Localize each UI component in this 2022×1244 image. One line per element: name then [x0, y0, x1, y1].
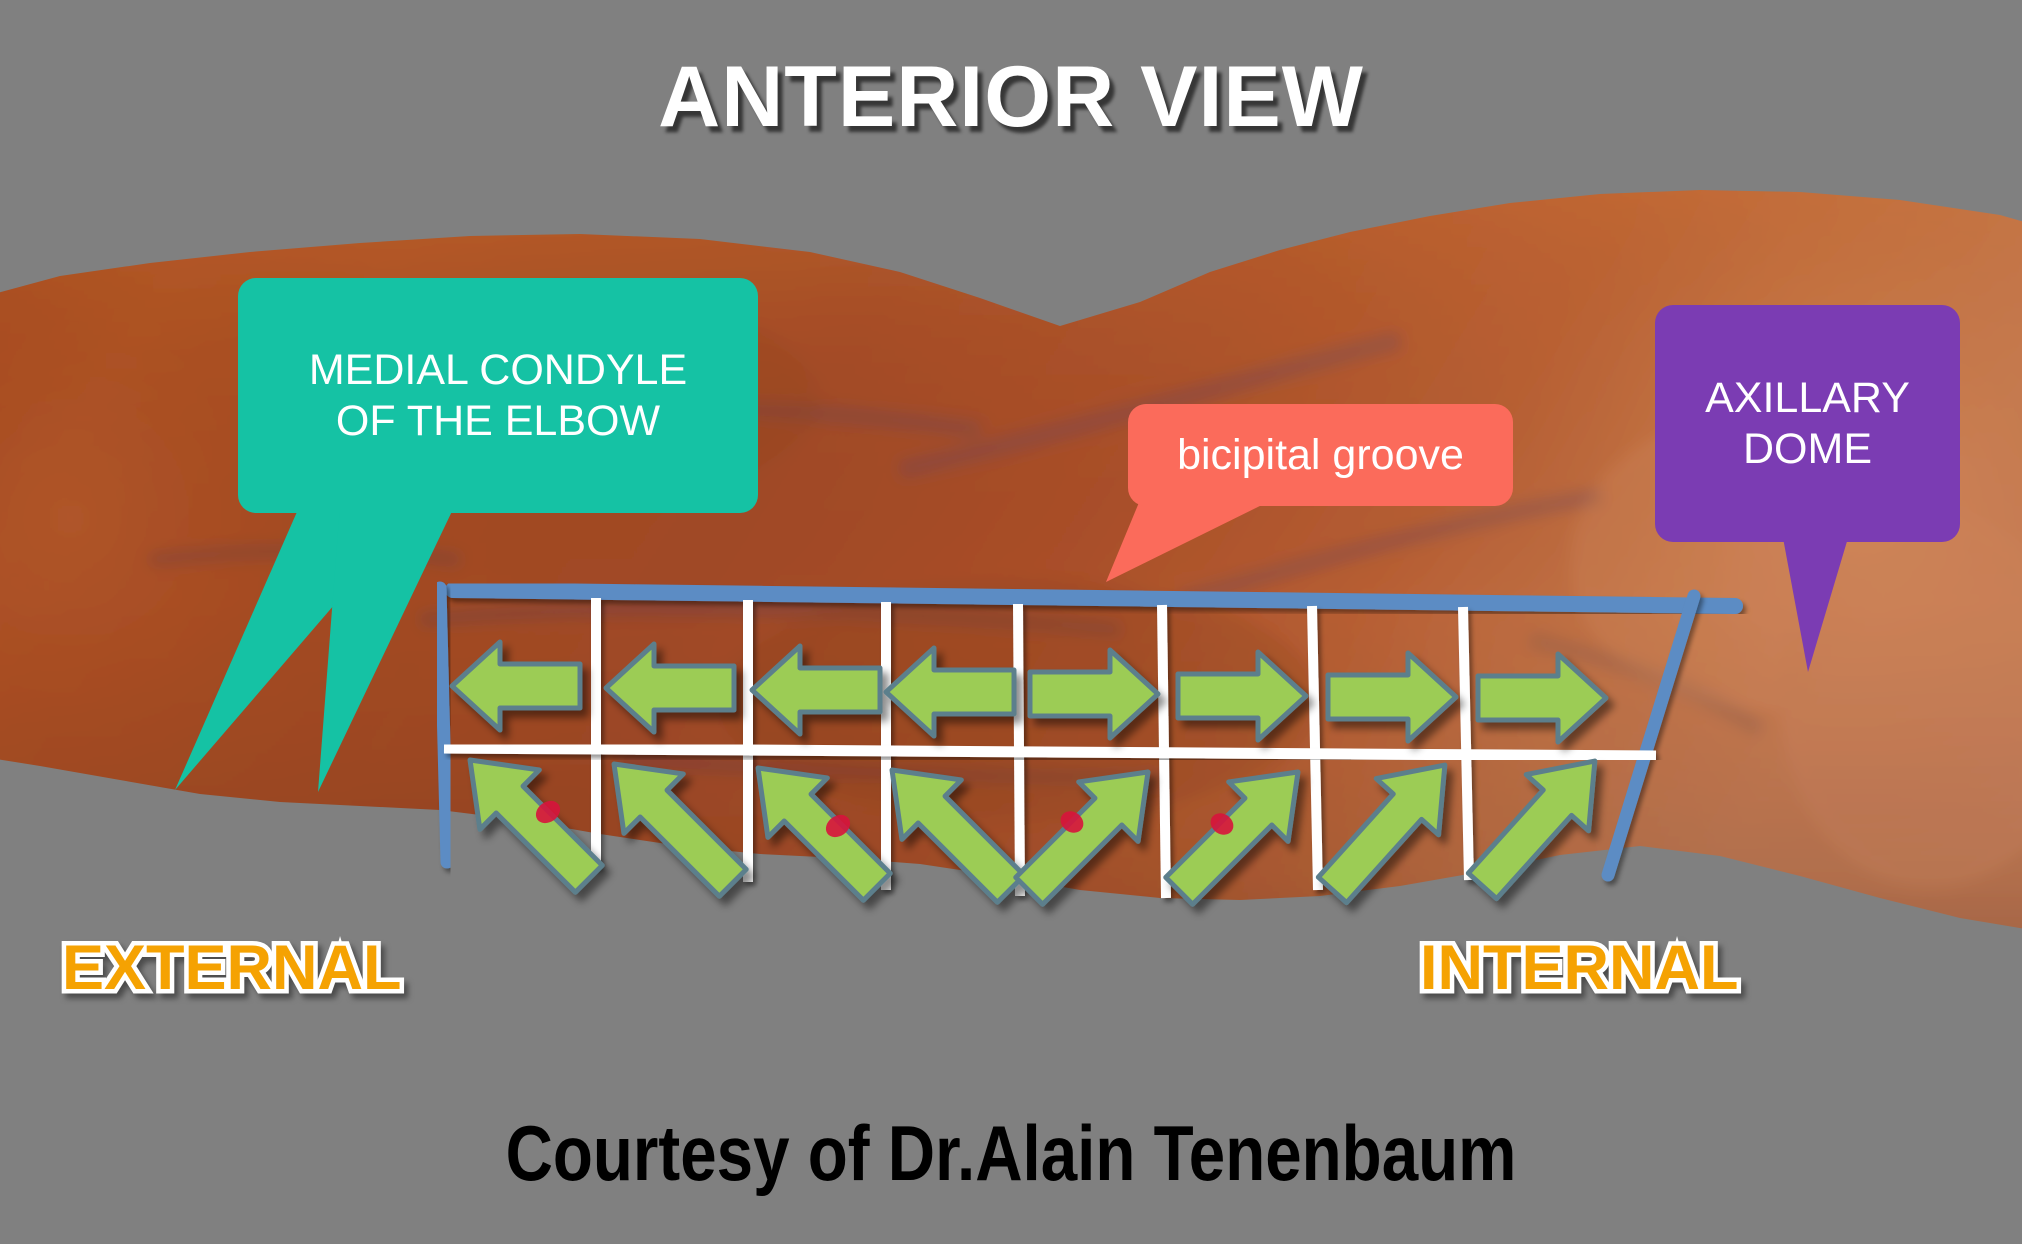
callout-tail-bicipital-groove [1106, 500, 1272, 582]
red-dot-icon [1210, 813, 1234, 835]
credit-line: Courtesy of Dr.Alain Tenenbaum [505, 1109, 1517, 1197]
callout-axillary-line1: AXILLARY [1705, 373, 1910, 422]
callout-medial-line1: MEDIAL CONDYLE [308, 345, 688, 394]
arrow-up-left-icon [862, 740, 1040, 918]
arrow-right-icon [1178, 652, 1306, 740]
red-dot-icon [1060, 811, 1084, 833]
label-internal: INTERNAL [1415, 929, 1742, 1008]
arrow-up-left-icon [440, 730, 618, 908]
arrow-up-left-icon [728, 738, 906, 916]
grid-left-boundary [433, 581, 454, 869]
callout-tail-axillary-dome [1783, 538, 1848, 672]
arrow-right-icon [1328, 653, 1456, 741]
red-dot-icon-group [535, 800, 1234, 838]
callout-axillary-line2: DOME [1743, 424, 1872, 473]
grid-row-line [443, 742, 1657, 762]
arrow-left-icon [886, 648, 1014, 736]
grid-top-rail [445, 582, 1743, 614]
callout-tail-medial-condyle [175, 505, 455, 792]
arrow-up-right-icon [999, 742, 1177, 920]
callout-medial-line2: OF THE ELBOW [335, 396, 661, 445]
grid-right-boundary [1601, 589, 1701, 882]
arrow-up-right-icon [1149, 742, 1327, 920]
callout-bicipital-label: bicipital groove [1177, 430, 1464, 479]
arrow-up-left-icon [584, 734, 762, 912]
page-title: ANTERIOR VIEW [658, 49, 1364, 145]
callout-axillary-dome: AXILLARY DOME [1655, 305, 1960, 542]
red-dot-icon [825, 814, 851, 838]
arrow-row-bottom [440, 730, 1626, 920]
callout-medial-condyle: MEDIAL CONDYLE OF THE ELBOW [238, 278, 758, 513]
callout-bicipital-groove: bicipital groove [1128, 404, 1513, 506]
arrow-left-icon [452, 642, 580, 730]
grid-column-lines [591, 598, 1474, 899]
arrow-right-icon [1030, 650, 1158, 738]
arrow-left-icon [606, 644, 734, 732]
arrow-up-right-icon [1451, 733, 1626, 914]
arrow-row-top [452, 642, 1606, 742]
red-dot-icon [535, 800, 561, 824]
arrow-left-icon [752, 646, 880, 734]
arrow-up-right-icon [1301, 737, 1476, 918]
arrow-right-icon [1478, 654, 1606, 742]
label-external: EXTERNAL [58, 929, 407, 1008]
